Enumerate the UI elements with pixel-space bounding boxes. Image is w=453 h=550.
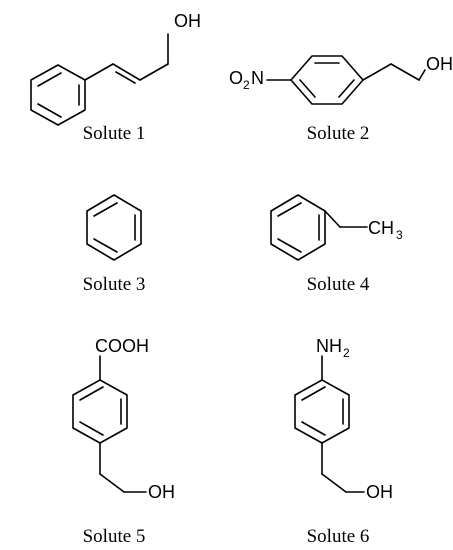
solute-2-chain-bond [418, 69, 426, 81]
solute-4-ring-inner-bond [277, 238, 302, 253]
solute-1-chain-bond [84, 63, 114, 81]
solute-2-nitro-oxygen-label: O [229, 68, 243, 88]
solute-1-caption: Solute 1 [83, 123, 146, 144]
solute-6-structure: NH 2 OH [294, 336, 393, 502]
solute-2-caption: Solute 2 [307, 123, 370, 144]
solute-3-benzene-ring [86, 194, 142, 261]
solute-1-hydroxyl-label: OH [174, 11, 201, 31]
solute-1-ring-inner-bond [37, 103, 62, 118]
solute-2-nitro-nitrogen-label: N [251, 68, 264, 88]
solute-3-structure [86, 194, 142, 261]
solute-3-ring-inner-bond [93, 238, 118, 253]
solute-6-ring-inner-bond [301, 421, 326, 436]
solute-2-nitro-subscript: 2 [243, 78, 250, 92]
solute-4-caption: Solute 4 [307, 274, 370, 295]
solute-5-hydroxyl-label: OH [148, 482, 175, 502]
solute-6-caption: Solute 6 [307, 526, 370, 547]
solute-4-methyl-bond [324, 210, 341, 228]
solute-2-ring-inner-bond [299, 79, 316, 98]
solute-6-ring-inner-bond [301, 386, 326, 401]
solute-2-hydroxyl-label: OH [426, 54, 453, 74]
solute-4-structure: CH 3 [270, 194, 403, 261]
solute-6-amine-label: NH [316, 336, 342, 356]
solute-2-chain-bond [362, 63, 392, 81]
solute-1-alkene-second-line [115, 71, 136, 84]
solute-4-ring-inner-bond [277, 202, 302, 217]
solute-5-ring-inner-bond [79, 421, 104, 436]
solute-2-ring-inner-bond [338, 79, 355, 98]
solute-5-carboxyl-label: COOH [95, 336, 149, 356]
solute-6-chain-bond [321, 473, 347, 493]
solute-5-structure: COOH OH [72, 336, 175, 502]
solute-1-structure: OH [30, 11, 201, 126]
solute-6-hydroxyl-label: OH [366, 482, 393, 502]
solute-4-methyl-subscript: 3 [396, 228, 403, 242]
solute-4-methyl-label: CH [368, 218, 394, 238]
solute-6-amine-subscript: 2 [343, 346, 350, 360]
solute-1-alkene-bond [112, 63, 141, 81]
solute-5-caption: Solute 5 [83, 526, 146, 547]
solute-2-chain-bond [390, 63, 420, 81]
solute-1-ring-inner-bond [37, 72, 62, 87]
solute-3-ring-inner-bond [93, 202, 118, 217]
solute-2-structure: O 2 N OH [229, 54, 453, 105]
solute-3-caption: Solute 3 [83, 274, 146, 295]
solute-5-ring-inner-bond [79, 386, 104, 401]
solute-1-chain-bond [139, 63, 169, 81]
solute-5-chain-bond [99, 473, 125, 493]
